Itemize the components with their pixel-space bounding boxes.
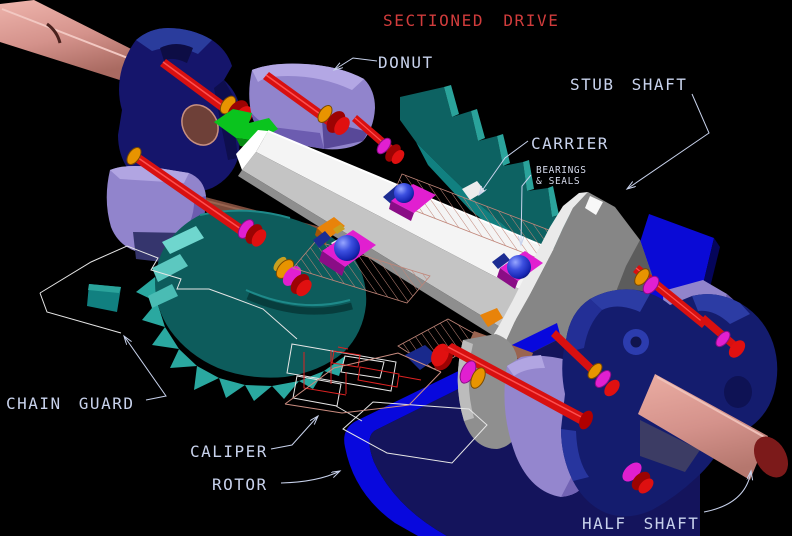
bearing-ball [394,183,414,203]
bolt-caliper [431,343,593,430]
caliper-wireframe [303,346,422,396]
leader-carrier [479,140,529,195]
bolt-right-lower [551,330,620,397]
slate-wedge [640,420,700,472]
leader-bearings [521,174,532,245]
label-donut: DONUT [378,53,434,72]
bolt-yoke-bottom [622,462,654,494]
label-bearings-line1: BEARINGS [536,165,587,176]
bearing-cluster-lower [313,217,376,276]
bolt-carrier-top [352,115,405,165]
leader-donut [334,57,378,70]
label-chain-guard: CHAIN GUARD [6,394,134,413]
bolt-sprocket [273,256,312,297]
navy-bit [405,345,438,370]
leader-caliper [270,416,318,450]
bearing-cluster-carrier [480,251,543,327]
small-teal-block [87,284,121,312]
left-yoke [118,28,240,194]
label-bearings-line2: & SEALS [536,176,580,187]
leader-rotor [280,471,340,484]
label-half-shaft: HALF SHAFT [582,514,699,533]
leader-stub-shaft [627,93,710,189]
leader-chain-guard [124,336,167,401]
bearing-cluster-upper [383,181,485,221]
salmon-wireframe [284,352,442,414]
yoke-bore [181,104,219,146]
half-shaft-end [753,436,789,478]
shaft-ring [46,22,62,44]
label-rotor: ROTOR [212,475,268,494]
bearing-ball [334,235,360,261]
bolt-left-hub [126,147,267,247]
left-axle-shaft [0,0,145,82]
label-caliper: CALIPER [190,442,268,461]
bolt-donut [263,72,350,136]
half-shaft [638,374,789,480]
carrier-bar [236,130,573,338]
bearing-ball [507,255,531,279]
bolt-right-end [700,315,746,358]
label-stub-shaft: STUB SHAFT [570,75,687,94]
annotations: SECTIONED DRIVE DONUT STUB SHAFT CARRIER… [6,11,751,533]
label-carrier: CARRIER [531,134,609,153]
leader-half-shaft [703,471,751,513]
chain-guard-wireframe [39,245,488,464]
bolt-right-upper [633,265,708,328]
drawing-title: SECTIONED DRIVE [383,11,560,30]
